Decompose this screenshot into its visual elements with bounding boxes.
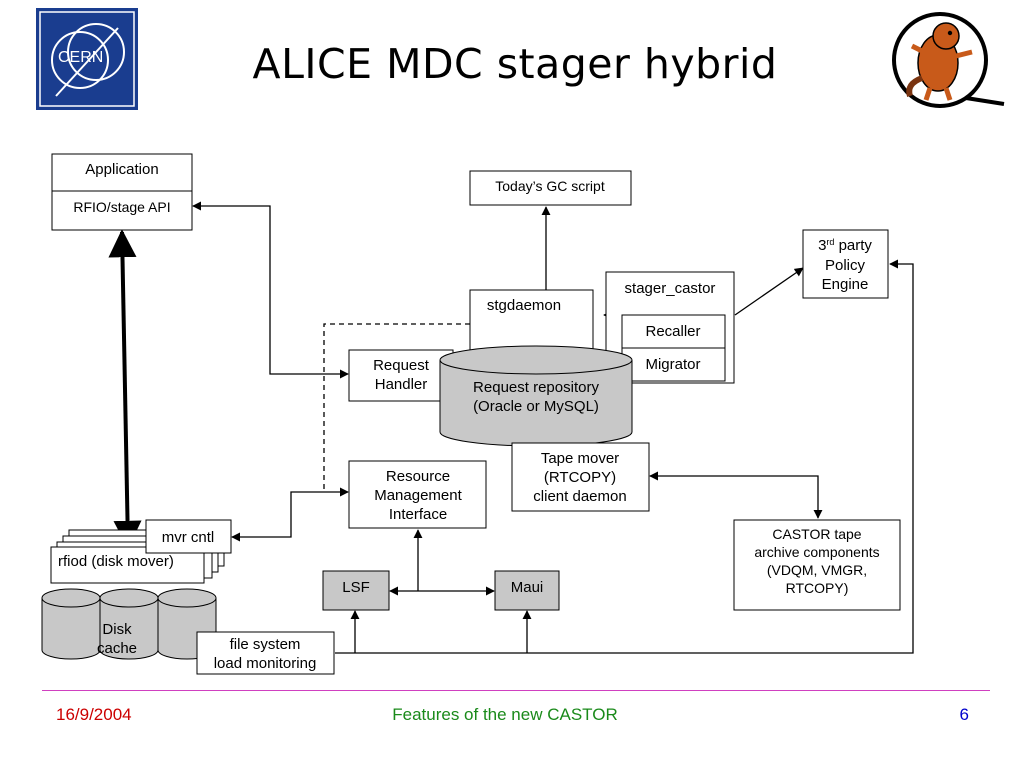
recaller-box [621,314,726,349]
disk-cache-line1: Disk [102,621,132,638]
svg-text:Request: Request [373,357,430,374]
lsf-box: LSF [322,570,390,611]
slide-title: ALICE MDC stager hybrid [252,40,778,88]
request-repository-cylinder: Request repository (Oracle or MySQL) [439,345,633,447]
mvr-cntl-label: mvr cntl [162,529,215,546]
castor-tape-box: CASTOR tape archive components (VDQM, VM… [733,519,901,611]
tape-mover-castor-connector [649,471,823,519]
application-label: Application [85,161,158,178]
application-box: Application RFIO/stage API [51,153,193,231]
page-number: 6 [959,705,969,724]
stager-castor-label: stager_castor [625,280,716,297]
stager-policy-connector [734,267,804,316]
svg-text:Management: Management [374,487,462,504]
svg-text:Resource: Resource [386,468,450,485]
gc-script-label: Today’s GC script [495,178,605,194]
resource-management-box: Resource Management Interface [348,460,487,529]
request-repository-line2: (Oracle or MySQL) [473,398,599,415]
rfio-api-label: RFIO/stage API [73,199,170,215]
migrator-box [621,347,726,382]
footer-title: Features of the new CASTOR [392,705,618,724]
fs-monitoring-box: file system load monitoring [196,631,335,675]
monitoring-bus [335,259,914,654]
gc-script-box: Today’s GC script [469,170,632,206]
stgdaemon-label: stgdaemon [487,297,561,314]
beaver-mascot-icon [886,8,1006,113]
disk-cache-line2: cache [97,640,137,657]
svg-text:archive components: archive components [754,544,879,560]
policy-engine-box: 3rd party Policy Engine [802,229,889,299]
svg-text:client daemon: client daemon [533,488,626,505]
maui-box: Maui [494,570,560,611]
rmi-mvr-connector [231,487,349,542]
cern-logo: CERN [36,8,138,110]
svg-text:RTCOPY): RTCOPY) [786,580,849,596]
request-handler-box: Request Handler [348,349,454,402]
rfio-handler-connector [192,201,349,379]
policy-engine-line3: Engine [822,276,869,293]
maui-label: Maui [511,579,544,596]
footer-date: 16/9/2004 [56,705,132,724]
svg-text:load monitoring: load monitoring [214,655,317,672]
policy-engine-line2: Policy [825,257,866,274]
stgdaemon-box: stgdaemon [469,289,594,356]
svg-text:file system: file system [230,636,301,653]
request-repository-line1: Request repository [473,379,599,396]
policy-engine-line1: 3rd party [818,237,872,254]
recaller-label: Recaller [645,323,700,340]
lsf-label: LSF [342,579,370,596]
svg-text:(RTCOPY): (RTCOPY) [544,469,616,486]
tape-mover-box: Tape mover (RTCOPY) client daemon [511,442,650,512]
svg-text:CASTOR tape: CASTOR tape [772,526,861,542]
svg-text:Handler: Handler [375,376,428,393]
mvr-cntl-box: mvr cntl [145,519,232,554]
disk-cache-cylinders: Disk cache [41,588,217,660]
data-path-connector [108,229,142,549]
stager-castor-box: stager_castor Recaller Migrator [605,271,735,384]
migrator-label: Migrator [645,356,700,373]
svg-text:(VDQM, VMGR,: (VDQM, VMGR, [767,562,867,578]
rfiod-label: rfiod (disk mover) [58,553,174,570]
dashed-stgdaemon-rmi-connector [323,323,470,492]
svg-text:Tape mover: Tape mover [541,450,619,467]
footer-divider [42,690,990,691]
svg-text:Interface: Interface [389,506,447,523]
svg-text:CERN: CERN [58,49,103,66]
